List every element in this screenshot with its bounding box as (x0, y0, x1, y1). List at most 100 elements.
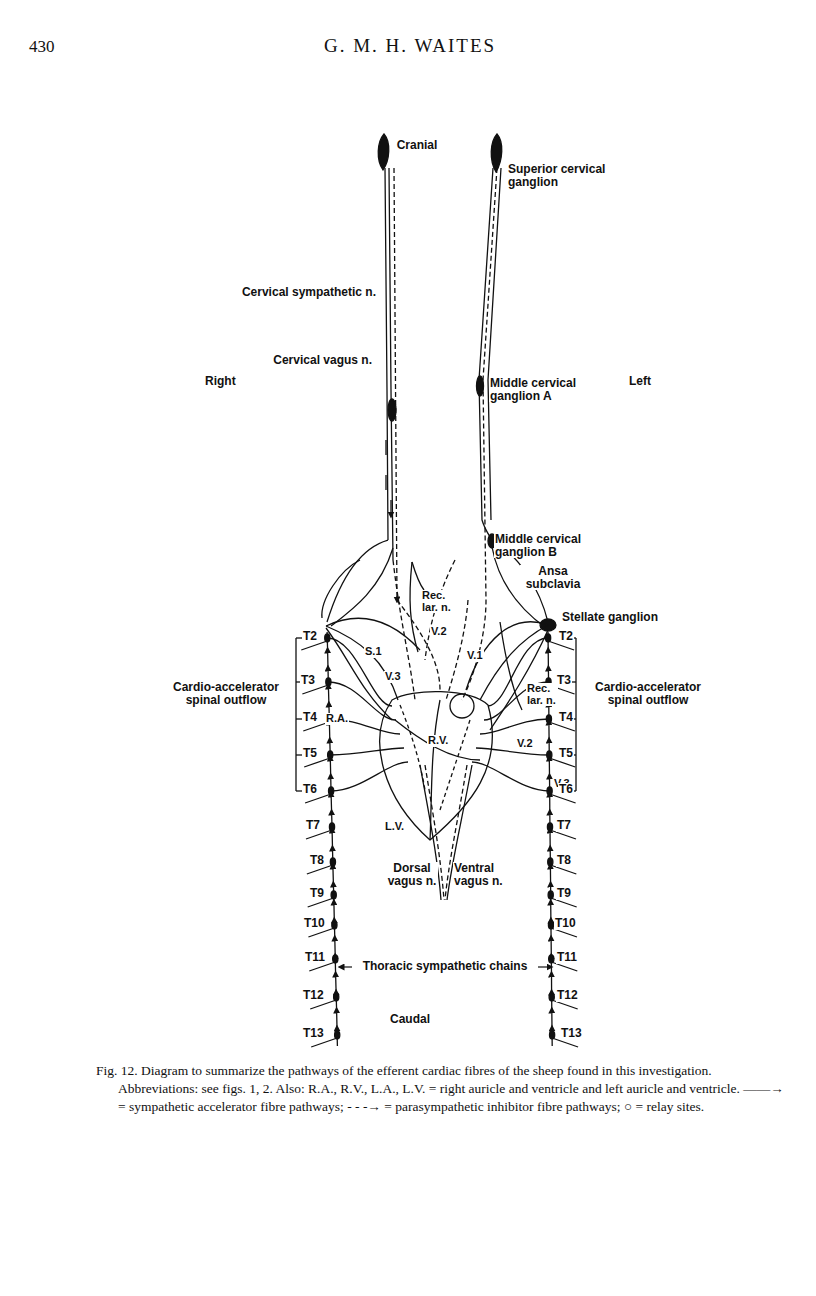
thoracic-chains (332, 921, 337, 929)
cervical-left-side (425, 134, 556, 730)
cervical-left-side (477, 376, 484, 396)
chain-callout-arrows (341, 966, 352, 967)
part-label: Ventral vagus n. (453, 862, 513, 887)
thoracic-chains (548, 858, 553, 866)
segment-label: T6 (302, 783, 318, 796)
thoracic-chains (335, 1031, 340, 1039)
cervical-right-side (326, 626, 398, 700)
thoracic-chains (334, 993, 339, 1001)
part-label: Dorsal vagus n. (386, 862, 438, 887)
segment-label: T9 (556, 887, 572, 900)
running-header: G. M. H. WAITES (323, 36, 497, 56)
callout-number: V.2 (430, 626, 448, 638)
cervical-left-side (446, 600, 468, 700)
direction-label: Caudal (389, 1013, 431, 1026)
cervical-right-side (386, 440, 391, 515)
thoracic-chains (329, 823, 334, 831)
segment-label: T8 (556, 854, 572, 867)
thoracic-chains (548, 921, 553, 929)
thoracic-chains (331, 891, 336, 899)
thoracic-chains (547, 823, 552, 831)
segment-label: T11 (304, 951, 326, 964)
cervical-right-side (326, 628, 392, 720)
segment-label: T6 (558, 783, 574, 796)
callout-number: V.3 (384, 671, 402, 683)
thoracic-chains (327, 632, 337, 1046)
part-label: Ansa subclavia (520, 565, 586, 590)
cervical-right-side (394, 168, 397, 600)
cervical-left-side (488, 168, 501, 520)
heart (395, 720, 480, 760)
callout-number: S.1 (364, 646, 383, 658)
segment-label: T10 (303, 917, 326, 930)
segment-label: T5 (302, 747, 318, 760)
heart (380, 692, 493, 840)
part-label: Stellate ganglion (561, 611, 659, 624)
side-label: Right (204, 375, 237, 388)
bracket-label: Cardio-accelerator spinal outflow (161, 681, 291, 706)
segment-label: T13 (302, 1027, 325, 1040)
cervical-right-side (378, 134, 389, 170)
part-label: Thoracic sympathetic chains (362, 960, 529, 973)
side-label: Left (628, 375, 652, 388)
cervical-right-side (412, 562, 424, 590)
segment-label: T5 (558, 747, 574, 760)
thoracic-chains (330, 748, 404, 755)
segment-label: T13 (560, 1027, 583, 1040)
thoracic-chains (331, 762, 408, 791)
segment-label: T7 (556, 819, 572, 832)
segment-label: T2 (302, 630, 318, 643)
thoracic-chains (550, 1031, 555, 1039)
callout-number: V.2 (516, 738, 534, 750)
cervical-right-side (322, 560, 360, 618)
cervical-left-side (491, 134, 502, 172)
figure-caption: Fig. 12. Diagram to summarize the pathwa… (96, 1062, 784, 1116)
direction-label: Cranial (396, 139, 439, 152)
part-label: Superior cervical ganglion (507, 163, 621, 188)
thoracic-chains (549, 993, 554, 1001)
part-label: Middle cervical ganglion B (494, 533, 596, 558)
heart (380, 692, 493, 840)
cervical-left-side (500, 622, 522, 710)
thoracic-chains (472, 762, 550, 791)
thoracic-chains (548, 891, 553, 899)
segment-label: T4 (302, 711, 318, 724)
page-number: 430 (28, 38, 56, 56)
segment-label: T3 (556, 674, 572, 687)
thoracic-chains (575, 638, 576, 791)
part-label: R.A. (325, 713, 349, 725)
segment-label: T12 (556, 989, 579, 1002)
part-label: Rec. lar. n. (526, 683, 558, 706)
thoracic-chains (549, 955, 554, 963)
part-label: Rec. lar. n. (421, 590, 453, 613)
part-label: Cervical sympathetic n. (241, 286, 377, 299)
callout-number: V.1 (466, 650, 484, 662)
segment-label: T9 (309, 887, 325, 900)
cervical-right-side (322, 134, 440, 720)
part-label: Cervical vagus n. (272, 354, 373, 367)
part-label: L.V. (384, 821, 405, 833)
thoracic-chains (296, 632, 578, 1047)
thoracic-chains (330, 858, 335, 866)
segment-label: T8 (309, 854, 325, 867)
segment-label: T3 (300, 674, 316, 687)
heart (430, 700, 440, 840)
segment-label: T11 (556, 951, 578, 964)
segment-label: T10 (554, 917, 577, 930)
thoracic-chains (476, 748, 549, 755)
cervical-left-side (479, 168, 493, 540)
thoracic-chains (333, 955, 338, 963)
segment-label: T7 (305, 819, 321, 832)
part-label: R.V. (427, 735, 449, 747)
segment-label: T4 (558, 711, 574, 724)
segment-label: T12 (302, 989, 325, 1002)
heart (450, 694, 474, 718)
segment-label: T2 (558, 630, 574, 643)
thoracic-chains (480, 719, 549, 734)
thoracic-chains (295, 638, 296, 791)
chain-callout-arrows (538, 966, 550, 967)
cervical-right-side (331, 548, 393, 626)
part-label: Middle cervical ganglion A (489, 377, 591, 402)
cervical-left-side (490, 630, 548, 730)
